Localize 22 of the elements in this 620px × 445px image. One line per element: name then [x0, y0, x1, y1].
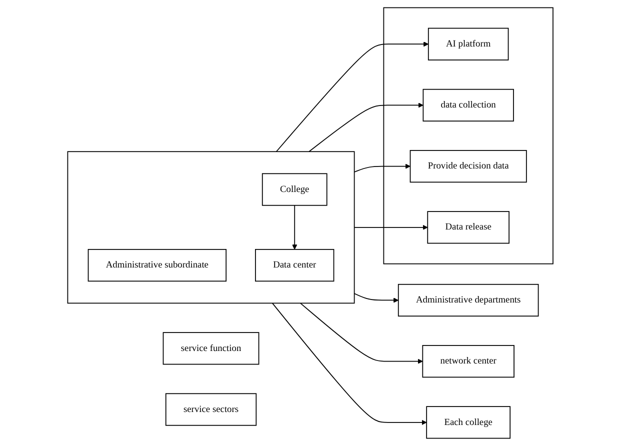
- node-box: network center: [422, 344, 514, 378]
- arrow: [292, 204, 297, 250]
- arrow: [354, 292, 398, 302]
- arrow: [308, 102, 424, 152]
- cluster: [66, 150, 354, 304]
- node-box: AI platform: [428, 27, 508, 60]
- node-box: Administrative subordinate: [87, 248, 226, 282]
- node-box: data collection: [422, 88, 514, 122]
- arrow: [354, 224, 428, 230]
- cluster: [382, 6, 554, 264]
- node-box: service sectors: [165, 392, 256, 426]
- node-box: Administrative departments: [398, 283, 538, 316]
- arrow: [354, 163, 410, 172]
- node-box: College: [262, 172, 327, 206]
- node-box: Data release: [426, 210, 510, 244]
- node-box: Provide decision data: [409, 150, 527, 182]
- node-box: service function: [162, 332, 259, 364]
- arrow: [300, 302, 423, 364]
- node-box: Each college: [426, 406, 510, 438]
- arrow: [272, 302, 426, 424]
- arrow: [276, 41, 428, 152]
- node-box: Data center: [254, 248, 334, 282]
